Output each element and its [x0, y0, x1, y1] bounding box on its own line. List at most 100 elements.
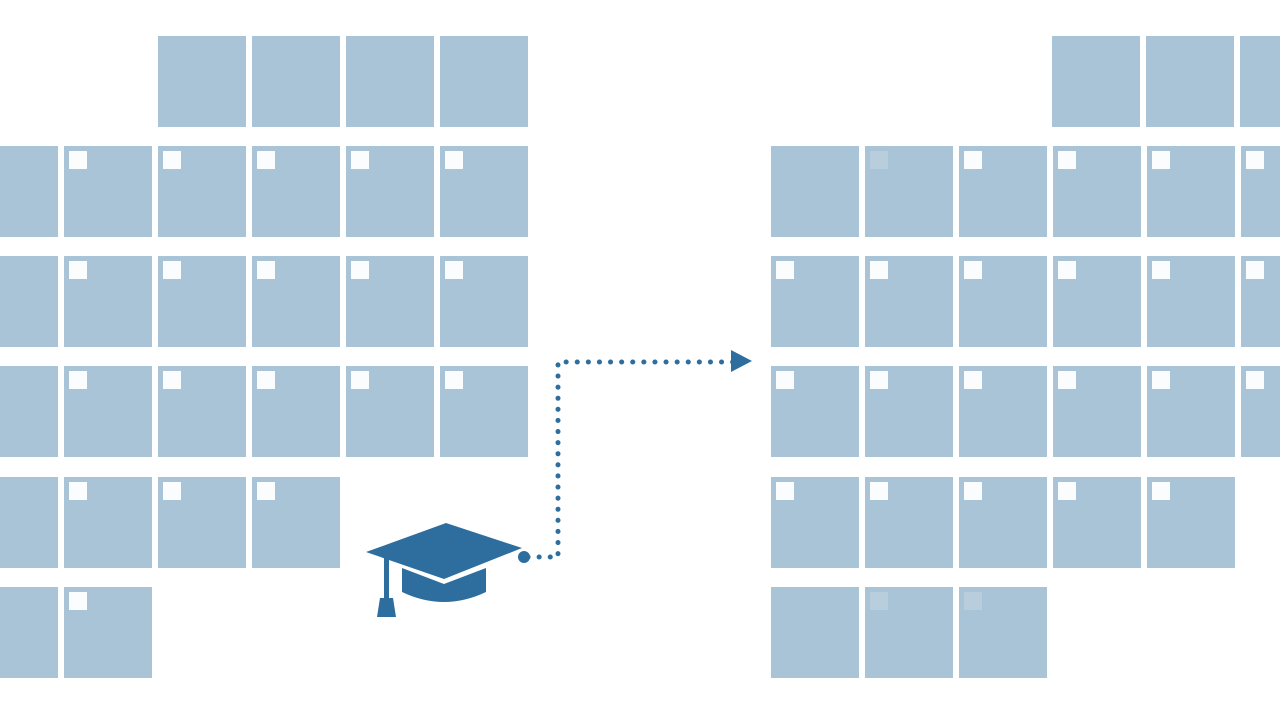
right-grid-tile — [959, 366, 1047, 457]
right-grid-tile — [771, 146, 859, 237]
right-grid-tile — [865, 256, 953, 347]
tile-check-mark — [257, 261, 275, 279]
left-grid-tile — [346, 146, 434, 237]
right-grid-tile — [1147, 146, 1235, 237]
tile-check-mark — [257, 482, 275, 500]
left-grid-tile — [440, 256, 528, 347]
tile-check-mark — [776, 371, 794, 389]
left-grid-tile — [346, 36, 434, 127]
left-grid-tile — [346, 256, 434, 347]
right-grid-tile — [1053, 366, 1141, 457]
left-grid-tile — [64, 366, 152, 457]
tile-check-mark — [1152, 261, 1170, 279]
right-grid-tile — [771, 366, 859, 457]
tile-check-mark — [257, 371, 275, 389]
tile-check-mark — [1058, 261, 1076, 279]
tile-check-mark — [870, 592, 888, 610]
tile-check-mark — [69, 151, 87, 169]
tile-check-mark — [163, 371, 181, 389]
tile-check-mark — [69, 261, 87, 279]
tile-check-mark — [964, 151, 982, 169]
tile-check-mark — [1058, 151, 1076, 169]
right-grid-tile — [1240, 36, 1280, 127]
tile-check-mark — [964, 371, 982, 389]
left-grid-tile — [346, 366, 434, 457]
tile-check-mark — [964, 482, 982, 500]
left-grid-tile — [64, 477, 152, 568]
right-grid-tile — [1053, 256, 1141, 347]
tile-check-mark — [445, 261, 463, 279]
tile-check-mark — [870, 151, 888, 169]
tile-check-mark — [351, 151, 369, 169]
left-grid-tile — [64, 587, 152, 678]
right-grid-tile — [1147, 256, 1235, 347]
right-grid-tile — [959, 477, 1047, 568]
tile-check-mark — [1152, 482, 1170, 500]
right-grid-tile — [1146, 36, 1234, 127]
left-grid-tile — [252, 366, 340, 457]
tile-check-mark — [964, 261, 982, 279]
left-grid-tile — [64, 146, 152, 237]
right-grid-tile — [959, 146, 1047, 237]
left-grid-tile — [158, 256, 246, 347]
tile-check-mark — [445, 151, 463, 169]
right-grid-tile — [1241, 366, 1280, 457]
tile-check-mark — [1152, 151, 1170, 169]
left-grid-tile — [252, 477, 340, 568]
tile-check-mark — [351, 261, 369, 279]
tile-check-mark — [445, 371, 463, 389]
tile-check-mark — [69, 482, 87, 500]
right-grid-tile — [959, 256, 1047, 347]
tile-check-mark — [1058, 482, 1076, 500]
left-grid-tile — [0, 146, 58, 237]
left-grid-tile — [440, 146, 528, 237]
left-grid-tile — [0, 366, 58, 457]
tile-check-mark — [870, 371, 888, 389]
right-grid-tile — [1052, 36, 1140, 127]
left-grid-tile — [440, 36, 528, 127]
tile-check-mark — [163, 151, 181, 169]
right-grid-tile — [1147, 477, 1235, 568]
tile-check-mark — [964, 592, 982, 610]
left-grid-tile — [0, 477, 58, 568]
right-grid-tile — [771, 587, 859, 678]
left-grid-tile — [158, 366, 246, 457]
tile-check-mark — [1246, 151, 1264, 169]
tile-check-mark — [1152, 371, 1170, 389]
left-grid-tile — [0, 587, 58, 678]
right-grid-tile — [1053, 477, 1141, 568]
right-grid-tile — [1241, 146, 1280, 237]
right-grid-tile — [771, 477, 859, 568]
left-grid-tile — [440, 366, 528, 457]
tile-check-mark — [163, 261, 181, 279]
right-grid-tile — [865, 366, 953, 457]
tile-check-mark — [776, 482, 794, 500]
right-grid-tile — [1053, 146, 1141, 237]
tile-check-mark — [1246, 371, 1264, 389]
tile-check-mark — [69, 592, 87, 610]
tile-check-mark — [351, 371, 369, 389]
right-grid-tile — [1147, 366, 1235, 457]
tile-check-mark — [1246, 261, 1264, 279]
left-grid-tile — [158, 477, 246, 568]
tile-check-mark — [1058, 371, 1076, 389]
tile-check-mark — [257, 151, 275, 169]
left-grid-tile — [252, 256, 340, 347]
right-grid-tile — [865, 146, 953, 237]
left-grid-tile — [64, 256, 152, 347]
tile-check-mark — [870, 482, 888, 500]
left-grid-tile — [0, 256, 58, 347]
right-grid-tile — [771, 256, 859, 347]
tile-check-mark — [776, 261, 794, 279]
right-grid-tile — [959, 587, 1047, 678]
right-grid-tile — [865, 477, 953, 568]
left-grid-tile — [252, 146, 340, 237]
left-grid-tile — [158, 146, 246, 237]
right-grid-tile — [1241, 256, 1280, 347]
left-grid-tile — [158, 36, 246, 127]
tile-check-mark — [163, 482, 181, 500]
tile-check-mark — [870, 261, 888, 279]
